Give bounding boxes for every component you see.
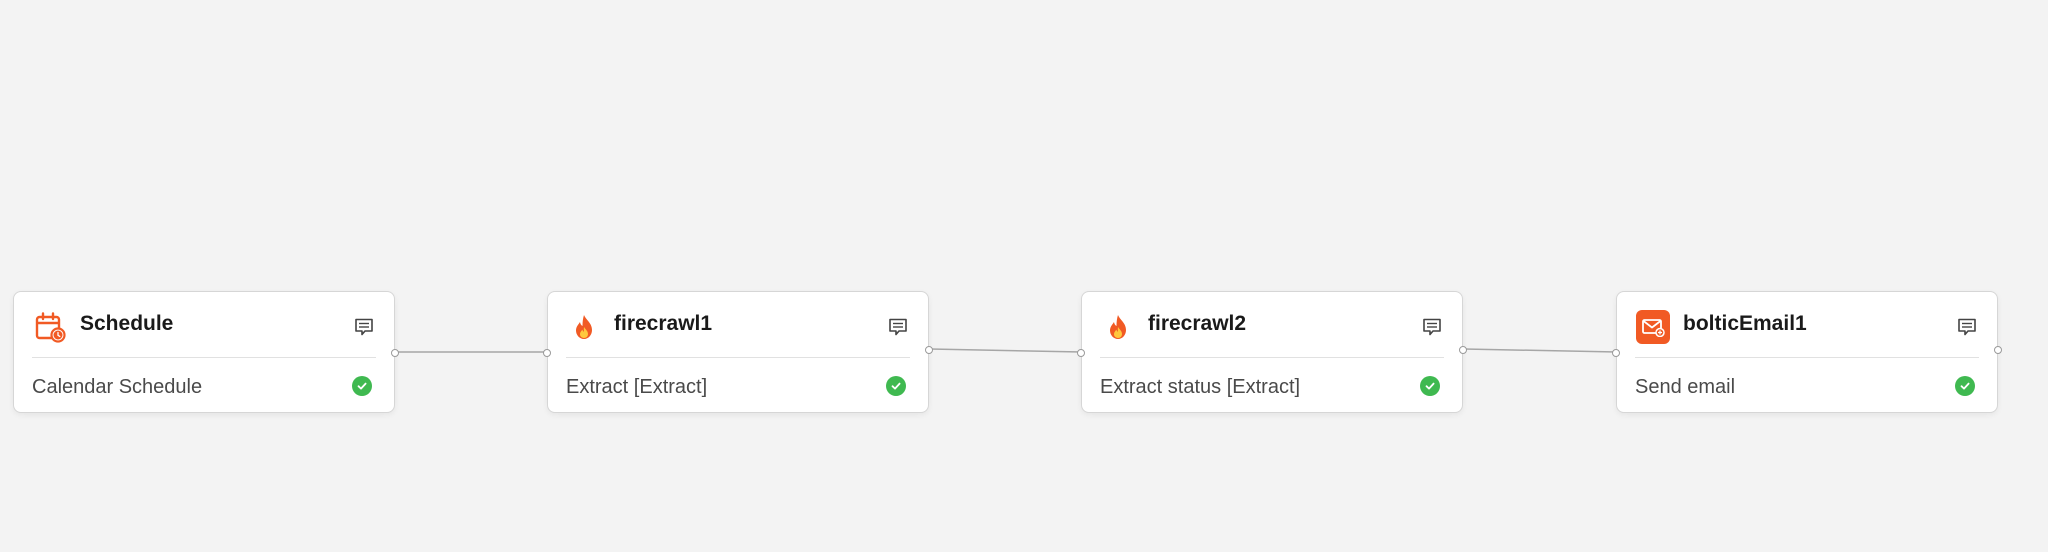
node-header: firecrawl1 bbox=[566, 292, 910, 358]
input-port[interactable] bbox=[543, 349, 551, 357]
edge-firecrawl2-to-bolticemail1[interactable] bbox=[1463, 348, 1618, 353]
fire-icon bbox=[566, 309, 602, 345]
input-port[interactable] bbox=[1612, 349, 1620, 357]
node-header: bolticEmail1 bbox=[1635, 292, 1979, 358]
comment-icon[interactable] bbox=[352, 315, 376, 339]
node-firecrawl2[interactable]: firecrawl2 Extract status [Extract] bbox=[1077, 291, 1467, 413]
node-subtitle: Calendar Schedule bbox=[32, 376, 203, 398]
email-icon bbox=[1635, 309, 1671, 345]
success-check-icon bbox=[886, 376, 906, 396]
node-header: firecrawl2 bbox=[1100, 292, 1444, 358]
success-check-icon bbox=[1955, 376, 1975, 396]
node-title: firecrawl1 bbox=[614, 312, 713, 335]
node-title: Schedule bbox=[80, 312, 174, 335]
node-subtitle: Extract [Extract] bbox=[566, 376, 708, 398]
output-port[interactable] bbox=[925, 346, 933, 354]
edge-firecrawl1-to-firecrawl2[interactable] bbox=[929, 348, 1083, 353]
comment-icon[interactable] bbox=[1420, 315, 1444, 339]
comment-icon[interactable] bbox=[1955, 315, 1979, 339]
email-badge bbox=[1636, 310, 1670, 344]
node-firecrawl1[interactable]: firecrawl1 Extract [Extract] bbox=[543, 291, 933, 413]
input-port[interactable] bbox=[1077, 349, 1085, 357]
node-schedule[interactable]: Schedule Calendar Schedule bbox=[13, 291, 399, 413]
output-port[interactable] bbox=[1994, 346, 2002, 354]
output-port[interactable] bbox=[1459, 346, 1467, 354]
node-bolticemail1[interactable]: bolticEmail1 Send email bbox=[1612, 291, 2002, 413]
comment-icon[interactable] bbox=[886, 315, 910, 339]
node-subtitle: Send email bbox=[1635, 376, 1736, 398]
node-title: firecrawl2 bbox=[1148, 312, 1247, 335]
calendar-clock-icon bbox=[32, 309, 68, 345]
node-header: Schedule bbox=[32, 292, 376, 358]
success-check-icon bbox=[352, 376, 372, 396]
fire-icon bbox=[1100, 309, 1136, 345]
output-port[interactable] bbox=[391, 349, 399, 357]
success-check-icon bbox=[1420, 376, 1440, 396]
node-subtitle: Extract status [Extract] bbox=[1100, 376, 1301, 398]
node-title: bolticEmail1 bbox=[1683, 312, 1807, 335]
